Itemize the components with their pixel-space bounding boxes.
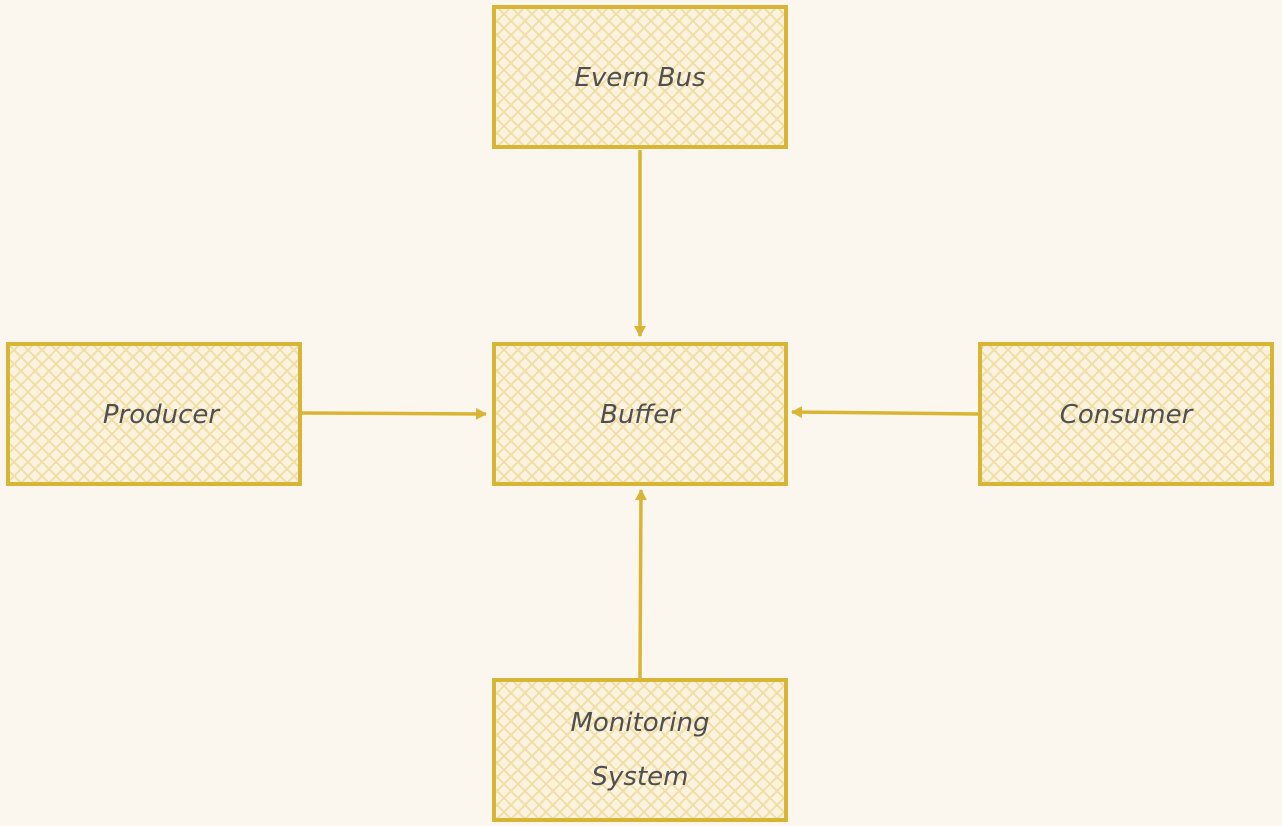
edge-producer-to-buffer: [301, 407, 487, 420]
node-consumer[interactable]: Consumer: [978, 342, 1274, 486]
node-producer-label: Producer: [103, 400, 222, 430]
edge-consumer-to-buffer: [791, 406, 979, 419]
edges: [301, 150, 979, 679]
node-buffer-label: Buffer: [600, 400, 682, 430]
node-monitoring-label-line2: System: [592, 762, 689, 792]
node-producer[interactable]: Producer: [6, 342, 302, 486]
node-monitoring-system[interactable]: Monitoring System: [492, 678, 788, 822]
node-consumer-label: Consumer: [1060, 400, 1195, 430]
node-event-bus-label: Evern Bus: [574, 63, 705, 93]
node-monitoring-label-line1: Monitoring: [570, 708, 709, 738]
node-event-bus[interactable]: Evern Bus: [492, 5, 788, 149]
node-buffer[interactable]: Buffer: [492, 342, 788, 486]
edge-monitoring-to-buffer: [634, 489, 647, 679]
